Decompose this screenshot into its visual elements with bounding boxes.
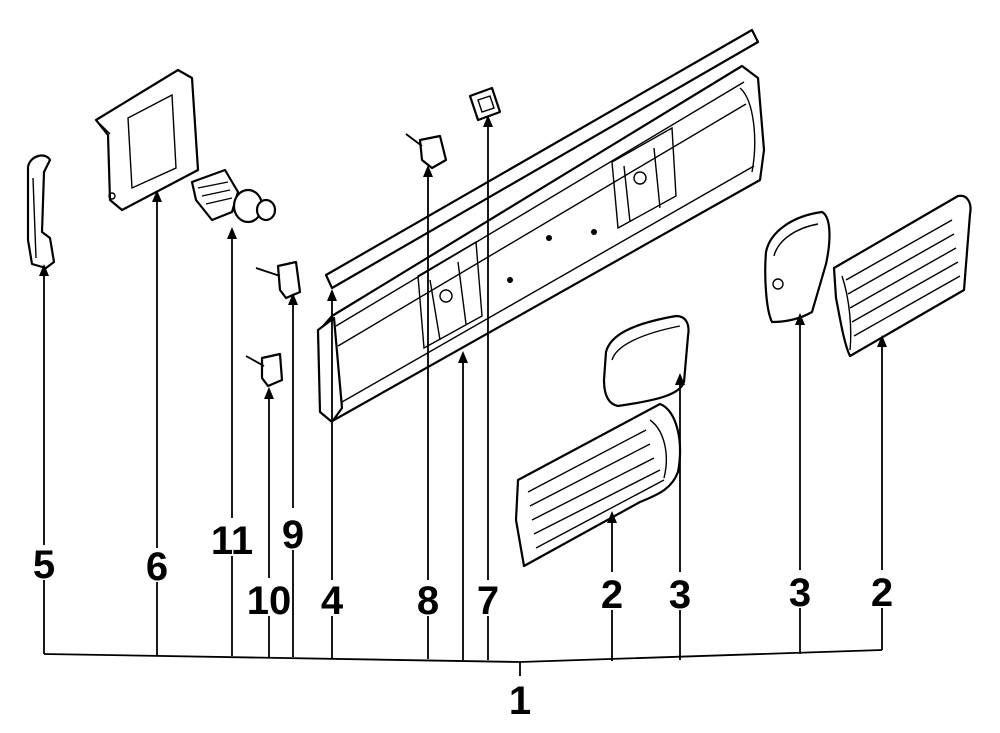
part-2-cover-right [832, 194, 972, 358]
part-11-socket [190, 168, 277, 224]
part-3-lens-left [602, 314, 690, 408]
part-3-lens-right [764, 210, 831, 324]
part-10-bulb [245, 352, 284, 388]
part-8-bulb [405, 133, 448, 170]
callout-4: 4 [321, 579, 344, 623]
part-2-cover-left [514, 402, 682, 568]
part-4-molding-and-panel [316, 28, 766, 424]
callout-3-right: 3 [789, 571, 811, 615]
callout-9: 9 [282, 513, 304, 557]
part-5-clip [26, 154, 56, 270]
callout-2-right: 2 [871, 571, 893, 615]
part-9-bulb [255, 260, 302, 300]
part-6-bezel [94, 68, 200, 212]
leader-lines [43, 120, 883, 676]
callout-2-left: 2 [601, 573, 623, 617]
callout-11: 11 [211, 519, 253, 563]
callout-5: 5 [33, 543, 55, 587]
part-7-grommet [468, 86, 502, 122]
arrowheads [39, 115, 887, 523]
callout-1-assembly: 1 [509, 679, 531, 723]
callout-6: 6 [146, 545, 168, 589]
callout-3-left: 3 [669, 573, 691, 617]
callout-7: 7 [477, 579, 499, 623]
callout-8: 8 [417, 579, 439, 623]
callout-labels: 5 6 11 9 10 4 8 7 2 3 3 2 1 [33, 513, 893, 723]
callout-10: 10 [247, 579, 292, 623]
